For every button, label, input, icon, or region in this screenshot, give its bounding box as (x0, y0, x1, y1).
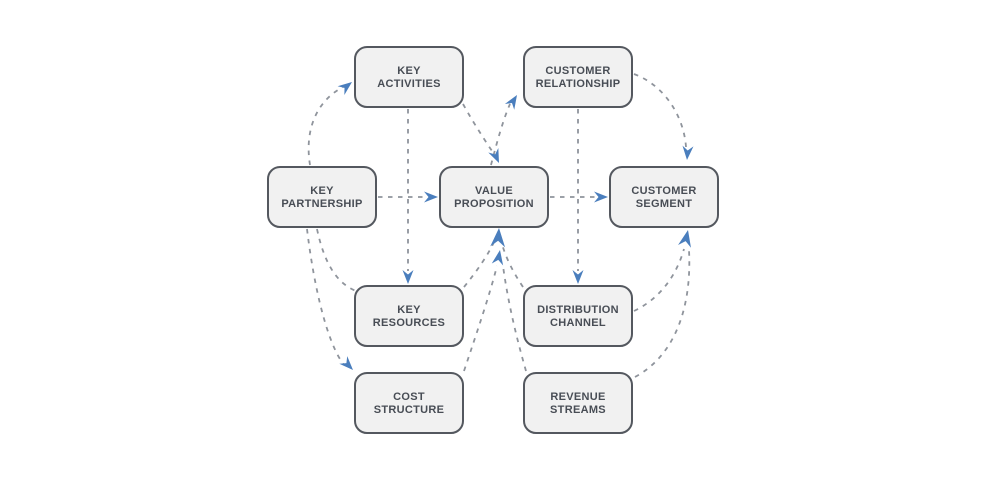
node-key-resources[interactable]: KEY RESOURCES (354, 285, 464, 347)
node-label: STREAMS (550, 404, 606, 416)
node-label: KEY (310, 185, 334, 197)
arrowhead-into-customer-segment-left (594, 191, 608, 203)
arrowhead-into-value-proposition-top (488, 147, 499, 163)
node-revenue-streams[interactable]: REVENUE STREAMS (523, 372, 633, 434)
arrowhead-into-value-proposition-bottom-large (490, 228, 506, 248)
connector-key-resources-value-proposition (463, 241, 495, 288)
arrowhead-into-customer-segment-bottom (678, 230, 691, 248)
arrowhead-into-distribution-channel-top (572, 270, 584, 284)
node-label: PARTNERSHIP (281, 198, 362, 210)
node-label: CUSTOMER (631, 185, 696, 197)
arrowhead-into-key-activities (337, 82, 352, 95)
nodes: KEY ACTIVITIES CUSTOMER RELATIONSHIP KEY… (267, 46, 719, 434)
node-customer-segment[interactable]: CUSTOMER SEGMENT (609, 166, 719, 228)
connector-distribution-channel-customer-segment (633, 248, 685, 312)
node-customer-relationship[interactable]: CUSTOMER RELATIONSHIP (523, 46, 633, 108)
connector-revenue-streams-value-proposition (502, 265, 527, 372)
node-cost-structure[interactable]: COST STRUCTURE (354, 372, 464, 434)
node-label: VALUE (475, 185, 513, 197)
connector-key-partnership-key-activities (307, 85, 346, 166)
connector-cost-structure-value-proposition (463, 265, 498, 372)
node-label: KEY (397, 65, 421, 77)
arrowhead-into-cost-structure (339, 356, 353, 370)
node-label: SEGMENT (636, 198, 693, 210)
node-label: RESOURCES (373, 317, 445, 329)
arrowhead-into-key-resources-top (402, 270, 414, 284)
connector-customer-relationship-customer-segment (633, 73, 687, 148)
node-label: STRUCTURE (374, 404, 445, 416)
node-key-partnership[interactable]: KEY PARTNERSHIP (267, 166, 377, 228)
arrowheads (337, 82, 694, 370)
arrowhead-into-customer-relationship (504, 95, 517, 110)
arrowhead-into-value-proposition-bottom-small (491, 250, 504, 266)
connector-key-partnership-key-resources (316, 228, 357, 292)
node-label: CUSTOMER (545, 65, 610, 77)
connector-key-partnership-cost-structure (306, 228, 345, 366)
node-label: REVENUE (550, 391, 605, 403)
node-value-proposition[interactable]: VALUE PROPOSITION (439, 166, 549, 228)
node-label: CHANNEL (550, 317, 606, 329)
node-label: PROPOSITION (454, 198, 534, 210)
connector-distribution-channel-value-proposition (501, 243, 524, 288)
node-key-activities[interactable]: KEY ACTIVITIES (354, 46, 464, 108)
node-label: COST (393, 391, 425, 403)
connector-value-proposition-customer-relationship (490, 103, 511, 166)
connectors (306, 73, 691, 378)
connector-revenue-streams-customer-segment (634, 249, 691, 378)
arrowhead-into-value-proposition-left (424, 191, 438, 203)
node-label: DISTRIBUTION (537, 304, 619, 316)
arrowhead-into-customer-segment-top (682, 145, 694, 160)
connector-key-activities-value-proposition (462, 103, 495, 155)
node-label: KEY (397, 304, 421, 316)
node-label: RELATIONSHIP (536, 78, 621, 90)
node-label: ACTIVITIES (377, 78, 441, 90)
node-distribution-channel[interactable]: DISTRIBUTION CHANNEL (523, 285, 633, 347)
